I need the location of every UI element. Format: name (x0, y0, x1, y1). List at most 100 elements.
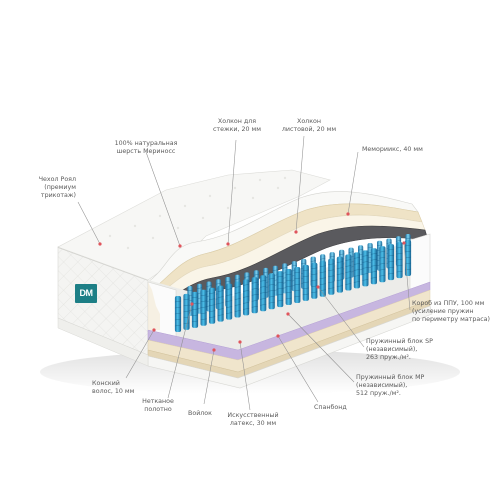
spring-coil (200, 289, 207, 326)
spring-coil-turn (320, 258, 326, 260)
spring-coil-turn (328, 275, 335, 277)
spring-coil-turn (404, 256, 412, 259)
spring-coil-turn (251, 306, 258, 308)
spring-coil-turn (396, 252, 403, 255)
spring-coil (362, 250, 369, 287)
brand-logo: DM (75, 284, 97, 303)
spring-coil-turn (277, 299, 284, 302)
spring-coil-turn (260, 286, 267, 288)
mattress (57, 169, 433, 389)
mattress-bottom-left (57, 317, 149, 367)
spring-block (174, 234, 412, 332)
spring-coil-turn (396, 270, 403, 273)
spring-coil-turn (387, 248, 395, 251)
spring-coil (387, 244, 395, 281)
spring-coil-turn (174, 312, 182, 315)
spring-coil-turn (191, 296, 199, 299)
spring-coil-turn (225, 300, 233, 302)
spring-coil-turn (260, 292, 267, 294)
spring-coil-turn (396, 264, 403, 267)
spring-coil (353, 252, 360, 289)
spring-coil-turn (285, 279, 292, 282)
spring-coil (243, 279, 250, 316)
spring-coil-turn (376, 244, 383, 247)
label-ppu-box: Короб из ППУ, 100 мм (усиление пружин по… (412, 300, 490, 324)
spring-coil-turn (404, 250, 412, 253)
spring-coil-turn (225, 280, 231, 283)
label-spunbond: Спанбонд (314, 404, 347, 411)
spring-coil-turn (395, 240, 402, 242)
spring-coil-turn (353, 281, 361, 283)
spring-coil-turn (328, 269, 335, 271)
spring-coil-turn (302, 281, 309, 284)
spring-coil-turn (251, 288, 258, 290)
spring-coil-turn (253, 273, 259, 276)
spring-coil-turn (277, 287, 284, 290)
spring-coil (268, 273, 275, 310)
spring-coil-turn (386, 242, 392, 244)
spring-coil-turn (260, 280, 267, 282)
label-memorix: Мемориикс, 40 мм (362, 146, 423, 153)
spring-coil-turn (174, 300, 182, 303)
spring-coil-turn (217, 308, 224, 310)
spring-coil-turn (251, 282, 258, 284)
spring-coil-turn (353, 257, 361, 259)
spring-coil-turn (200, 300, 207, 303)
spring-coil (404, 240, 412, 276)
label-nonwoven: Нетканое полотно (142, 398, 174, 414)
spring-coil-turn (329, 255, 335, 258)
spring-coil-turn (285, 297, 292, 300)
spring-coil-turn (285, 273, 292, 276)
spring-coil-turn (353, 275, 361, 277)
spring-coil-turn (370, 259, 378, 261)
cut-left-layers (148, 282, 160, 330)
spring-coil-turn (362, 273, 369, 275)
spring-coil-turn (370, 253, 378, 255)
spring-coil-turn (234, 278, 241, 280)
spring-coil-turn (357, 249, 364, 251)
spring-coil (251, 277, 258, 314)
spring-coil-turn (294, 295, 301, 298)
spring-coil-turn (242, 296, 250, 298)
spring-coil-turn (242, 302, 250, 304)
spring-coil-turn (174, 318, 182, 321)
spring-coil-turn (387, 266, 395, 269)
spring-coil-turn (251, 300, 258, 302)
spring-coil-turn (405, 237, 411, 240)
spring-coil-turn (268, 289, 275, 292)
spring-coil (294, 267, 301, 303)
spring-coil-turn (242, 284, 250, 286)
spring-coil-turn (339, 253, 345, 256)
spring-coil-turn (362, 255, 369, 257)
spring-coil (217, 285, 224, 322)
spring-coil-turn (174, 306, 182, 309)
spring-coil-turn (285, 291, 292, 294)
spring-coil-turn (294, 277, 301, 280)
spring-coil-turn (379, 250, 386, 253)
spring-coil (260, 275, 267, 312)
spring-coil-turn (311, 291, 318, 294)
spring-coil-turn (301, 262, 307, 265)
spring-coil-turn (294, 283, 301, 286)
spring-coil-turn (215, 282, 222, 285)
spring-coil-turn (294, 271, 301, 274)
spring-coil-turn (370, 277, 378, 279)
spring-coil (311, 262, 318, 299)
spring-coil-turn (345, 271, 352, 273)
spring-coil-turn (353, 263, 361, 265)
spring-coil-turn (370, 271, 378, 273)
spring-coil-turn (345, 259, 352, 261)
spring-coil (174, 296, 182, 332)
spring-coil-turn (191, 320, 199, 323)
label-merino: 100% натуральная шерсть Мериносс (114, 140, 178, 156)
spring-coil-turn (387, 254, 395, 257)
spring-coil-turn (336, 285, 344, 287)
spring-coil-turn (244, 276, 250, 278)
spring-coil-turn (277, 293, 284, 296)
spring-coil-turn (311, 273, 318, 276)
spring-coil-turn (345, 283, 352, 285)
spring-coil (191, 291, 199, 328)
spring-coil-turn (336, 279, 344, 281)
spring-coil-turn (217, 302, 224, 304)
spring-coil-turn (345, 265, 352, 267)
